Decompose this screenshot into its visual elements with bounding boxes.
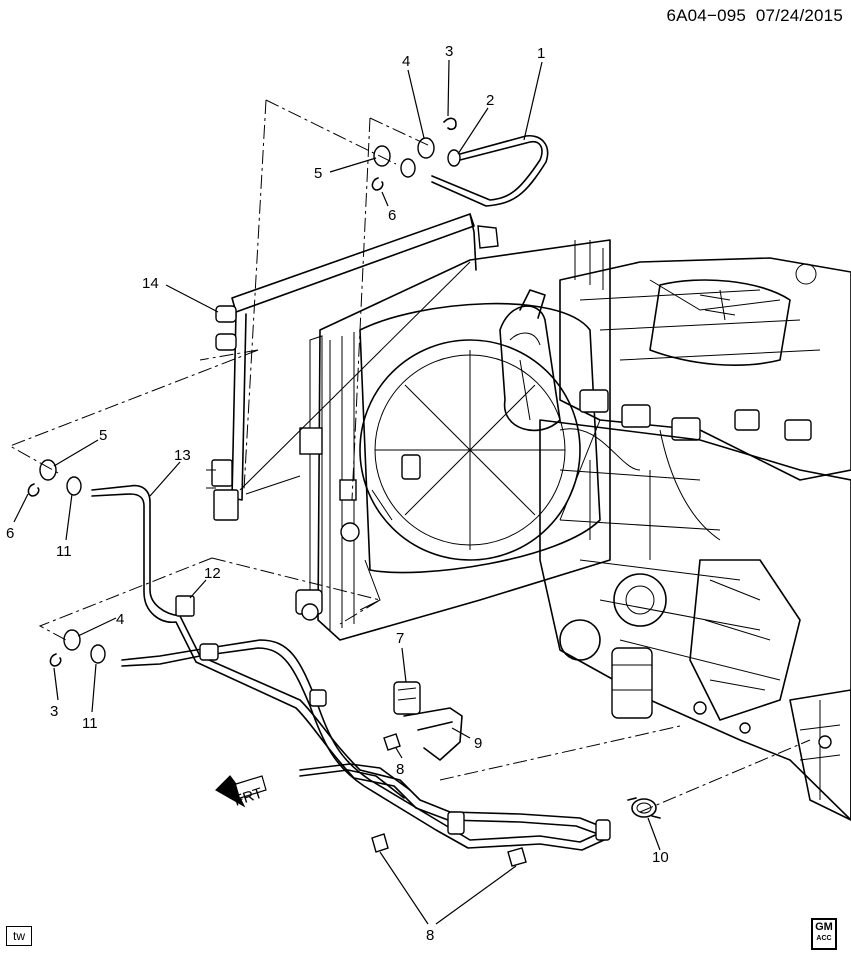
callout-11-lower: 11 — [82, 715, 98, 732]
diagram-header: 6A04−095 07/24/2015 — [666, 6, 843, 26]
upper-fittings — [371, 117, 461, 191]
callout-5: 5 — [314, 165, 322, 182]
cooler-lines — [27, 459, 611, 851]
diagram-date: 07/24/2015 — [755, 6, 843, 25]
callout-6-lower: 6 — [6, 525, 14, 542]
callout-3-lower: 3 — [50, 703, 58, 720]
callout-leaders — [13, 59, 661, 925]
callout-labels: 1 2 3 4 5 6 14 5 6 11 13 12 4 3 11 7 9 8… — [6, 43, 669, 944]
corner-code-box: tw — [6, 926, 32, 946]
callout-7: 7 — [396, 630, 404, 647]
callout-6: 6 — [388, 207, 396, 224]
brackets-and-fasteners — [371, 681, 661, 867]
transmission-oil-cooler — [206, 213, 499, 521]
gm-logo: GM ACC — [811, 918, 837, 950]
callout-1: 1 — [537, 45, 545, 62]
front-direction-arrow: FRT — [215, 775, 267, 810]
callout-10: 10 — [652, 849, 669, 866]
callout-2: 2 — [486, 92, 494, 109]
callout-5-lower: 5 — [99, 427, 107, 444]
callout-11: 11 — [56, 543, 72, 560]
diagram-id: 6A04−095 — [666, 6, 747, 25]
callout-4: 4 — [402, 53, 410, 70]
callout-12: 12 — [204, 565, 221, 582]
gm-logo-text: GM — [815, 921, 833, 933]
engine-assembly-drawing — [295, 239, 851, 821]
callout-3: 3 — [445, 43, 453, 60]
callout-8: 8 — [396, 761, 404, 778]
callout-13: 13 — [174, 447, 191, 464]
callout-14: 14 — [142, 275, 159, 292]
cooler-inlet-hose — [431, 135, 549, 207]
callout-4-lower: 4 — [116, 611, 124, 628]
callout-8-lower: 8 — [426, 927, 434, 944]
alignment-lines — [8, 99, 811, 813]
callout-9: 9 — [474, 735, 482, 752]
gm-logo-subtext: ACC — [816, 935, 832, 942]
